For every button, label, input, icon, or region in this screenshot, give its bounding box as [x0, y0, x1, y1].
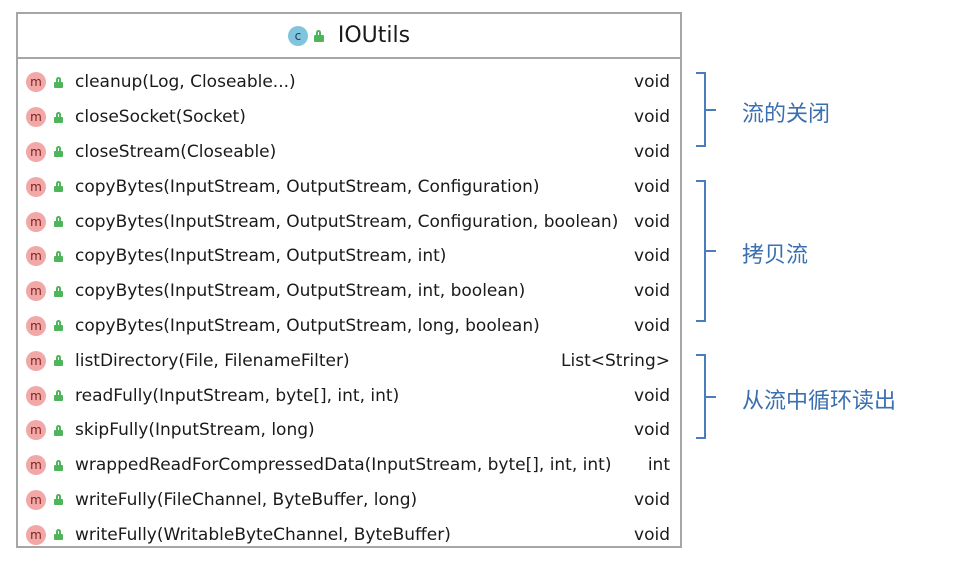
group-label-close-streams: 流的关闭 [742, 102, 831, 127]
public-lock-icon [54, 494, 63, 506]
method-row: m copyBytes(InputStream, OutputStream, in… [18, 274, 680, 309]
method-icon: m [26, 455, 46, 476]
public-lock-icon [54, 285, 63, 297]
method-icon: m [26, 524, 46, 545]
method-signature: listDirectory(File, FilenameFilter) [75, 350, 350, 371]
method-return-type: List<String> [561, 350, 670, 371]
public-lock-icon [54, 424, 63, 436]
group-bracket-tick [706, 396, 716, 398]
method-row: m readFully(InputStream, byte[], int, int… [18, 378, 680, 413]
method-signature: copyBytes(InputStream, OutputStream, lon… [75, 315, 540, 336]
method-row: m copyBytes(InputStream, OutputStream, Co… [18, 204, 680, 239]
method-icon: m [26, 72, 46, 93]
method-return-type: int [647, 455, 670, 476]
method-return-type: void [634, 315, 670, 336]
public-lock-icon [54, 250, 63, 262]
method-signature: closeStream(Closeable) [75, 141, 277, 162]
method-signature: copyBytes(InputStream, OutputStream, Con… [75, 176, 540, 197]
group-bracket-read-loop [696, 354, 706, 439]
method-row: m writeFully(WritableByteChannel, ByteBuf… [18, 517, 680, 552]
method-icon: m [26, 176, 46, 197]
method-row: m copyBytes(InputStream, OutputStream, in… [18, 239, 680, 274]
class-name: IOUtils [337, 23, 411, 48]
public-lock-icon [54, 529, 63, 541]
group-bracket-tick [706, 250, 716, 252]
public-lock-icon [54, 216, 63, 228]
method-icon: m [26, 107, 46, 128]
group-label-read-loop: 从流中循环读出 [742, 389, 897, 414]
public-lock-icon [313, 29, 324, 42]
method-return-type: void [634, 281, 670, 302]
method-signature: wrappedReadForCompressedData(InputStream… [75, 455, 612, 476]
method-icon: m [26, 315, 46, 336]
method-signature: readFully(InputStream, byte[], int, int) [75, 385, 400, 406]
method-signature: copyBytes(InputStream, OutputStream, Con… [75, 211, 619, 232]
method-icon: m [26, 350, 46, 371]
method-return-type: void [634, 246, 670, 267]
class-diagram-box: c IOUtils m cleanup(Log, Closeable...) voi… [16, 12, 682, 548]
method-row: m skipFully(InputStream, long) void [18, 413, 680, 448]
public-lock-icon [54, 146, 63, 158]
method-icon: m [26, 281, 46, 302]
method-return-type: void [634, 107, 670, 128]
class-header: c IOUtils [18, 14, 680, 59]
method-signature: copyBytes(InputStream, OutputStream, int… [75, 246, 447, 267]
method-return-type: void [634, 385, 670, 406]
public-lock-icon [54, 459, 63, 471]
method-row: m closeSocket(Socket) void [18, 100, 680, 135]
method-return-type: void [634, 524, 670, 545]
public-lock-icon [54, 111, 63, 123]
group-bracket-close-streams [696, 72, 706, 147]
method-row: m wrappedReadForCompressedData(InputStrea… [18, 448, 680, 483]
method-row: m cleanup(Log, Closeable...) void [18, 65, 680, 100]
public-lock-icon [54, 76, 63, 88]
method-icon: m [26, 385, 46, 406]
method-signature: writeFully(FileChannel, ByteBuffer, long… [75, 489, 418, 510]
method-icon: m [26, 141, 46, 162]
method-row: m closeStream(Closeable) void [18, 135, 680, 170]
method-signature: closeSocket(Socket) [75, 107, 246, 128]
method-row: m copyBytes(InputStream, OutputStream, lo… [18, 309, 680, 344]
method-list: m cleanup(Log, Closeable...) void m closeSo… [18, 59, 680, 552]
method-return-type: void [634, 420, 670, 441]
group-bracket-tick [706, 109, 716, 111]
method-icon: m [26, 211, 46, 232]
method-row: m copyBytes(InputStream, OutputStream, Co… [18, 169, 680, 204]
public-lock-icon [54, 320, 63, 332]
method-icon: m [26, 420, 46, 441]
method-signature: skipFully(InputStream, long) [75, 420, 315, 441]
method-return-type: void [634, 211, 670, 232]
method-signature: cleanup(Log, Closeable...) [75, 72, 296, 93]
method-return-type: void [634, 176, 670, 197]
method-return-type: void [634, 489, 670, 510]
group-bracket-copy-streams [696, 180, 706, 322]
method-return-type: void [634, 141, 670, 162]
method-signature: writeFully(WritableByteChannel, ByteBuff… [75, 524, 451, 545]
public-lock-icon [54, 181, 63, 193]
method-row: m writeFully(FileChannel, ByteBuffer, lon… [18, 483, 680, 518]
method-icon: m [26, 246, 46, 267]
method-icon: m [26, 489, 46, 510]
class-icon: c [287, 25, 308, 46]
method-row: m listDirectory(File, FilenameFilter) List… [18, 343, 680, 378]
method-signature: copyBytes(InputStream, OutputStream, int… [75, 281, 526, 302]
method-return-type: void [634, 72, 670, 93]
public-lock-icon [54, 355, 63, 367]
public-lock-icon [54, 390, 63, 402]
group-label-copy-streams: 拷贝流 [742, 243, 809, 268]
